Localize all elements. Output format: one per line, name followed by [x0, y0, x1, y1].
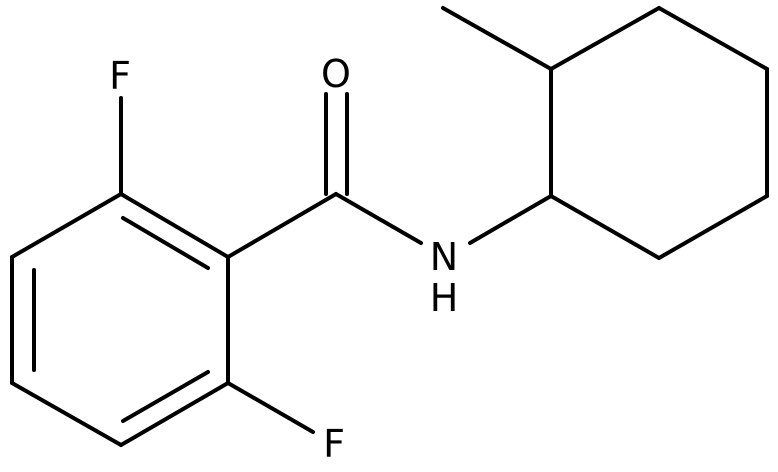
oxygen-label: O [321, 52, 351, 96]
bond-methyl [441, 6, 553, 71]
bond-c-f-bottom [226, 381, 315, 434]
bond-ring-c4-c5 [10, 381, 123, 447]
nitrogen-label: N [430, 235, 458, 279]
bond-ring-c6-c1 [10, 192, 123, 259]
bond-cyclohexyl-c2-c3 [549, 6, 661, 71]
bond-nitrogen-cyclohexyl [468, 194, 553, 245]
bond-ring-c3-c4-inner [121, 370, 210, 423]
bond-cyclohexyl-c5-c6 [657, 194, 769, 260]
bond-cyclohexyl-c6-c1 [549, 194, 661, 260]
bond-carbonyl-nitrogen [334, 192, 423, 245]
bond-cyclohexyl-c3-c4 [657, 6, 769, 71]
bond-ring-c3-c4 [119, 381, 230, 447]
fluorine-bottom-label: F [323, 422, 345, 466]
fluorine-top-label: F [109, 54, 131, 98]
bond-ring-c1-c2 [119, 192, 230, 259]
amide-hydrogen-label: H [430, 276, 459, 320]
bond-ring-c1-c2-inner [121, 216, 210, 270]
bond-ring-carbonyl [226, 192, 338, 259]
